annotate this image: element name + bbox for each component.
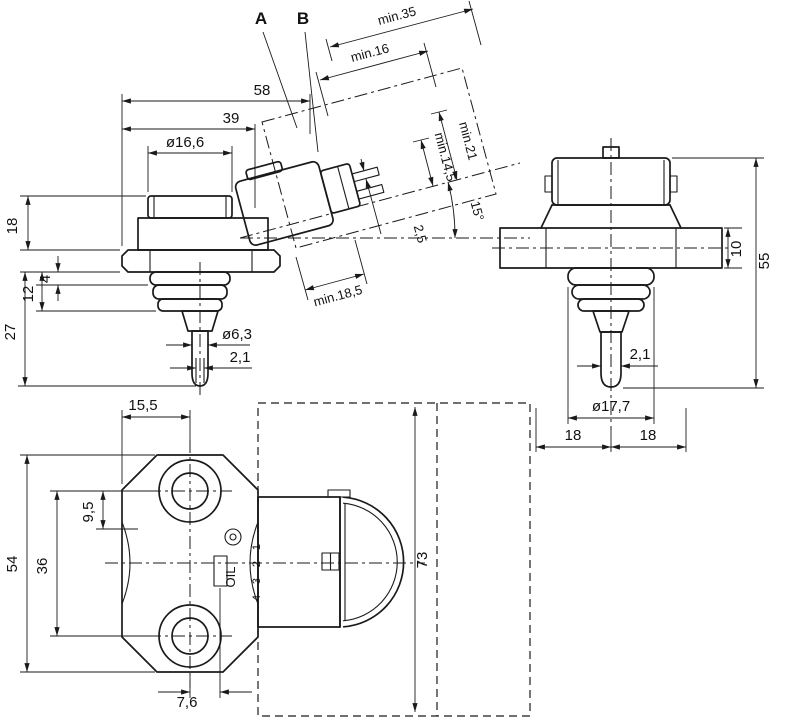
pin-number-4: 4	[251, 595, 263, 601]
dim-4: 4	[37, 275, 54, 283]
callout-b: B	[297, 9, 309, 28]
dim-2-1-front: 2,1	[630, 346, 651, 363]
dim-55: 55	[756, 253, 773, 270]
dim-10: 10	[728, 241, 745, 258]
dim-dia-17-7: ø17,7	[592, 398, 630, 415]
dim-58: 58	[254, 82, 271, 99]
dim-min-21: min.21	[456, 120, 481, 162]
plan-view: 15,5 54 36 9,5 7,6 73 OIL 1 2 3 4	[4, 397, 531, 717]
dim-angle-15: 15°	[468, 199, 488, 222]
plan-view-dimensions	[20, 406, 418, 712]
dim-27: 27	[2, 324, 19, 341]
side-view-body	[121, 195, 281, 387]
dim-18-left: 18	[565, 427, 582, 444]
callout-a: A	[255, 9, 267, 28]
dim-18-right: 18	[640, 427, 657, 444]
dim-dia-6-3: ø6,3	[222, 326, 252, 343]
pin-number-2: 2	[251, 561, 263, 567]
plan-view-connector	[257, 489, 405, 628]
front-view-centerlines	[492, 138, 730, 430]
side-view: 58 39 ø16,6 18 4 12 27 ø6,3 2,1 min.16 m…	[2, 0, 530, 398]
dim-15-5: 15,5	[128, 397, 157, 414]
side-view-dim-labels: 58 39 ø16,6 18 4 12 27 ø6,3 2,1 min.16 m…	[2, 3, 487, 366]
dim-54: 54	[4, 556, 21, 573]
dim-73: 73	[414, 552, 431, 569]
front-view-dim-labels: 10 55 2,1 ø17,7 18 18	[565, 241, 773, 444]
dim-7-6: 7,6	[177, 694, 198, 711]
dim-36: 36	[34, 558, 51, 575]
dim-39: 39	[223, 110, 240, 127]
dim-12: 12	[20, 286, 37, 303]
pin-number-3: 3	[251, 578, 263, 584]
dim-min-35: min.35	[376, 3, 418, 28]
callouts: A B	[255, 9, 319, 153]
dim-min-14-5: min.14,5	[432, 131, 459, 183]
dim-dia-16-6: ø16,6	[166, 134, 204, 151]
pin-number-1: 1	[251, 544, 263, 550]
dim-9-5: 9,5	[80, 502, 97, 523]
front-view-dimensions	[535, 157, 764, 452]
plan-view-centerlines	[105, 440, 425, 688]
dim-min-16: min.16	[349, 40, 391, 65]
plan-clearance-envelope	[257, 402, 531, 717]
plan-view-dim-labels: 15,5 54 36 9,5 7,6 73	[4, 397, 431, 711]
side-view-dimensions	[18, 0, 482, 387]
side-view-centerlines	[199, 162, 530, 398]
dim-18: 18	[4, 218, 21, 235]
front-view: 10 55 2,1 ø17,7 18 18	[492, 138, 773, 452]
plan-view-markings: OIL 1 2 3 4	[223, 544, 263, 601]
dim-2-1-side: 2,1	[230, 349, 251, 366]
connector-clearance-envelope	[261, 67, 497, 249]
oil-marking: OIL	[223, 567, 238, 588]
dim-2-5: 2,5	[411, 223, 430, 244]
